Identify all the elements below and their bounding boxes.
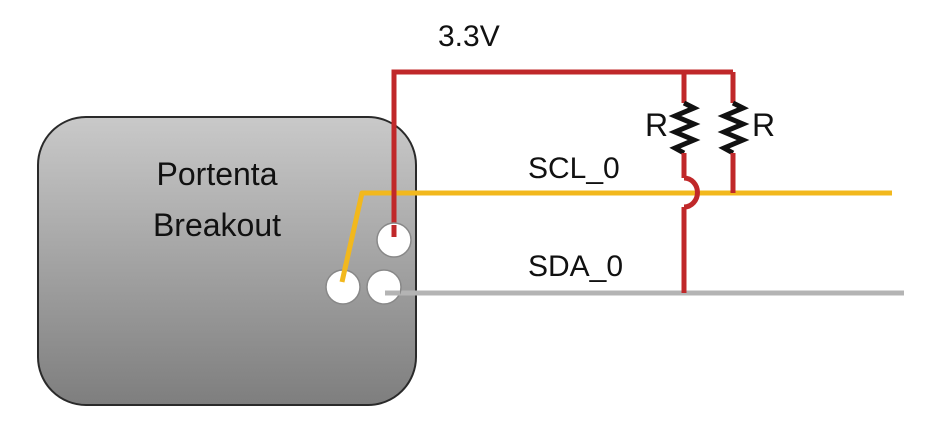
- supply-wire-to-board: [391, 69, 733, 237]
- pin-3v3: [376, 222, 412, 258]
- supply-label: 3.3V: [438, 20, 500, 53]
- board-label-line1: Portenta: [157, 156, 278, 192]
- portenta-breakout-board: [37, 116, 417, 406]
- sda-pullup-resistor: [668, 72, 701, 293]
- sda-label: SDA_0: [528, 250, 623, 283]
- scl-label: SCL_0: [528, 152, 620, 185]
- board-label-line2: Breakout: [153, 207, 281, 243]
- resistor-label-left: R: [645, 107, 668, 143]
- scl-crossover-hop: [683, 175, 700, 210]
- scl-pullup-resistor: [717, 72, 750, 193]
- resistor-label-right: R: [752, 107, 775, 143]
- pin-sda: [366, 269, 402, 305]
- scl-wire: [339, 190, 892, 283]
